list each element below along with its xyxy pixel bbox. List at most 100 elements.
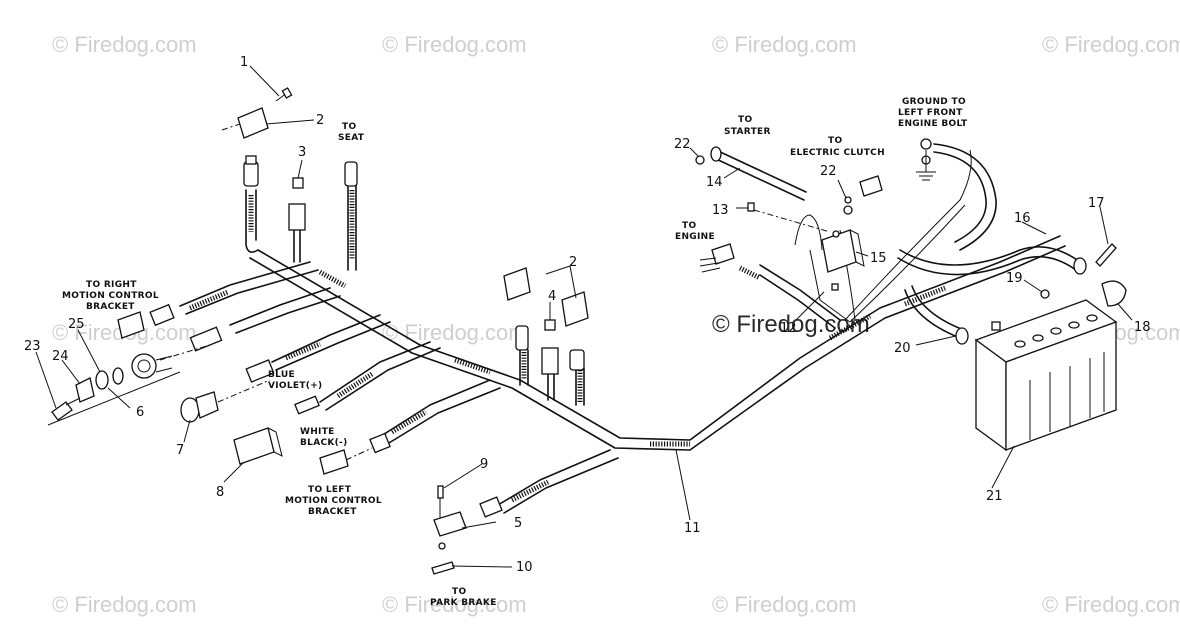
- note-to-clutch-1: TO: [828, 136, 842, 146]
- note-ground-1: GROUND TO: [902, 97, 966, 107]
- callout-23: 23: [24, 339, 41, 354]
- cable-14-end: [710, 146, 722, 162]
- note-to-seat-2: SEAT: [338, 133, 365, 143]
- callout-5: 5: [514, 516, 522, 531]
- note-to-clutch-2: ELECTRIC CLUTCH: [790, 148, 885, 158]
- watermark-top-4: © Firedog.com: [1042, 32, 1180, 57]
- fuse-4: [544, 319, 556, 331]
- callout-12: 12: [780, 321, 797, 336]
- fuse-holder-4: [541, 347, 559, 375]
- right-parts: [695, 138, 1127, 452]
- callouts: 1 2 2 3 4 5 6 7 8 9 10 11 12 13 14 15 16…: [24, 55, 1151, 575]
- callout-14: 14: [706, 175, 723, 190]
- note-park-brake-2: PARK BRAKE: [430, 598, 497, 608]
- callout-2-top: 2: [316, 113, 324, 128]
- note-to-seat-1: TO: [342, 122, 356, 132]
- callout-2-center: 2: [569, 255, 577, 270]
- callout-17: 17: [1088, 196, 1105, 211]
- hour-meter-8: [233, 427, 275, 465]
- watermarks: © Firedog.com © Firedog.com © Firedog.co…: [52, 32, 1180, 617]
- watermark-mid-2: © Firedog.com: [382, 320, 527, 345]
- callout-22-left: 22: [674, 137, 691, 152]
- callout-21: 21: [986, 489, 1003, 504]
- callout-1: 1: [240, 55, 248, 70]
- ground-symbol: [916, 171, 936, 181]
- nut-25: [95, 370, 109, 390]
- note-white-black-1: WHITE: [300, 427, 335, 437]
- note-to-starter-1: TO: [738, 115, 752, 125]
- callout-15: 15: [870, 251, 887, 266]
- callout-24: 24: [52, 349, 69, 364]
- connector-25: [189, 326, 223, 352]
- note-white-black-2: BLACK(-): [300, 438, 348, 448]
- main-harness: [179, 149, 1066, 514]
- clip-10: [431, 561, 455, 575]
- watermark-bottom-2: © Firedog.com: [382, 592, 527, 617]
- note-blue-violet-1: BLUE: [268, 370, 295, 380]
- left-parts: [47, 87, 503, 575]
- connector-blue-violet: [245, 359, 275, 383]
- watermark-bottom-3: © Firedog.com: [712, 592, 857, 617]
- ground-terminal: [920, 138, 932, 150]
- note-left-mcb-1: TO LEFT: [308, 485, 352, 495]
- cable-20-end: [955, 327, 969, 345]
- callout-4: 4: [548, 289, 556, 304]
- callout-3: 3: [298, 145, 306, 160]
- notes: TO SEAT TO STARTER TO ELECTRIC CLUTCH GR…: [62, 97, 968, 608]
- note-ground-2: LEFT FRONT: [898, 108, 963, 118]
- terminal-cover-18: [1101, 280, 1127, 307]
- solenoid-15: [821, 229, 857, 273]
- note-park-brake-1: TO: [452, 587, 466, 597]
- callout-9: 9: [480, 457, 488, 472]
- note-right-mcb-1: TO RIGHT: [86, 280, 137, 290]
- connector-to-seat: [344, 161, 358, 187]
- nut-19: [1040, 289, 1050, 299]
- fuse-holder-3: [288, 203, 306, 231]
- cable-16-end: [1073, 257, 1087, 275]
- callout-7: 7: [176, 443, 184, 458]
- connector-left-mc: [369, 432, 391, 454]
- callout-10: 10: [516, 560, 533, 575]
- watermark-top-1: © Firedog.com: [52, 32, 197, 57]
- callout-16: 16: [1014, 211, 1031, 226]
- connector-to-engine: [711, 243, 735, 265]
- screw-9: [437, 485, 444, 499]
- callout-11: 11: [684, 521, 701, 536]
- bolt-17: [1095, 243, 1117, 267]
- watermark-center: © Firedog.com: [712, 311, 870, 338]
- relay-2-top: [237, 107, 269, 139]
- callout-22-center: 22: [820, 164, 837, 179]
- bolt-13: [747, 202, 755, 212]
- leader-lines: [35, 65, 1133, 568]
- ignition-switch: [131, 353, 157, 379]
- watermark-top-3: © Firedog.com: [712, 32, 857, 57]
- connector-right-mc: [149, 303, 175, 327]
- relay-2-right: [561, 291, 589, 327]
- fuse-3: [292, 177, 304, 189]
- watermark-bottom-4: © Firedog.com: [1042, 592, 1180, 617]
- battery-21: [974, 299, 1118, 452]
- note-to-engine-1: TO: [682, 221, 696, 231]
- callout-13: 13: [712, 203, 729, 218]
- connector-top-left: [243, 161, 259, 187]
- relay-2-left: [503, 267, 531, 301]
- key-23: [51, 401, 73, 421]
- switch-5: [433, 511, 467, 537]
- callout-6: 6: [136, 405, 144, 420]
- note-left-mcb-3: BRACKET: [308, 507, 357, 517]
- note-right-mcb-2: MOTION CONTROL: [62, 291, 159, 301]
- bezel-24: [75, 377, 95, 403]
- callout-18: 18: [1134, 320, 1151, 335]
- callout-8: 8: [216, 485, 224, 500]
- note-left-mcb-2: MOTION CONTROL: [285, 496, 382, 506]
- center-parts: [503, 267, 589, 375]
- callout-20: 20: [894, 341, 911, 356]
- watermark-top-2: © Firedog.com: [382, 32, 527, 57]
- note-to-starter-2: STARTER: [724, 127, 771, 137]
- callout-25: 25: [68, 317, 85, 332]
- watermark-bottom-1: © Firedog.com: [52, 592, 197, 617]
- nut-22-center: [843, 205, 853, 215]
- note-right-mcb-3: BRACKET: [86, 302, 135, 312]
